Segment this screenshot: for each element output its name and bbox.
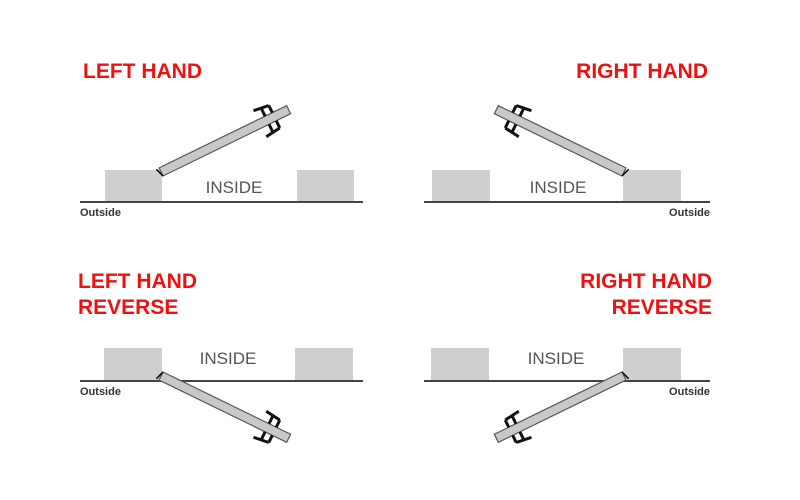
outside-label: Outside xyxy=(80,207,121,219)
door-leaf xyxy=(488,95,635,188)
wall-left xyxy=(105,170,162,201)
wall-left xyxy=(431,348,489,380)
outside-label: Outside xyxy=(669,207,710,219)
title-right-hand: RIGHT HAND xyxy=(576,60,708,83)
diagram-right-hand-reverse: RIGHT HAND REVERSE INSIDE Outside xyxy=(424,270,712,453)
diagram-left-hand-reverse: LEFT HAND REVERSE INSIDE Outside xyxy=(78,270,363,453)
wall-right xyxy=(623,348,681,380)
wall-right xyxy=(297,170,354,201)
outside-label: Outside xyxy=(669,386,710,398)
door-leaf xyxy=(150,95,297,188)
inside-label: INSIDE xyxy=(206,178,263,197)
title-line-2: REVERSE xyxy=(612,296,712,319)
diagram-left-hand: LEFT HAND INSIDE Outside xyxy=(80,60,363,219)
wall-right xyxy=(295,348,353,380)
title-line-2: REVERSE xyxy=(78,296,178,319)
diagram-right-hand: RIGHT HAND INSIDE Outside xyxy=(424,60,710,219)
wall-left xyxy=(432,170,490,201)
inside-label: INSIDE xyxy=(530,178,587,197)
title-line-1: RIGHT HAND xyxy=(580,270,712,293)
outside-label: Outside xyxy=(80,386,121,398)
door-leaf xyxy=(150,360,297,453)
wall-left xyxy=(104,348,162,380)
wall-right xyxy=(623,170,681,201)
title-left-hand: LEFT HAND xyxy=(83,60,202,83)
inside-label: INSIDE xyxy=(528,349,585,368)
inside-label: INSIDE xyxy=(200,349,257,368)
title-line-1: LEFT HAND xyxy=(78,270,197,293)
door-leaf xyxy=(488,360,635,453)
